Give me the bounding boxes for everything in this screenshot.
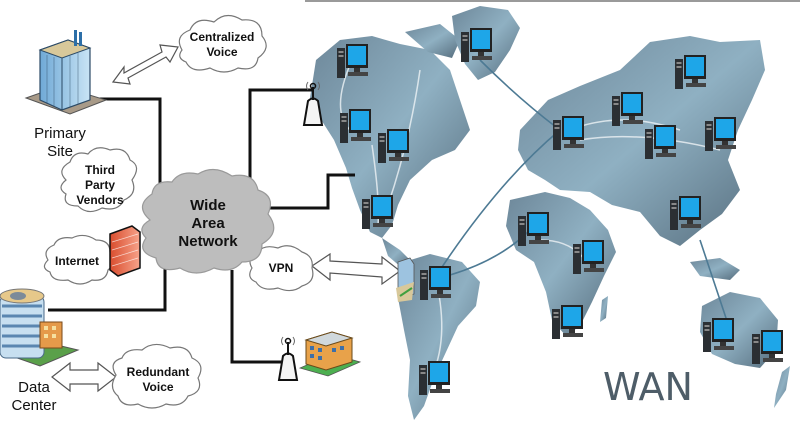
computer-node-russia-central [645, 125, 676, 159]
computer-node-east-asia [705, 117, 736, 151]
computer-node-south-america-north [420, 266, 451, 300]
primary-site-building-icon [24, 30, 108, 115]
vpn-remote-site-icon [396, 257, 415, 302]
computer-node-china-south [670, 196, 701, 230]
firewall-icon [109, 225, 141, 277]
clouds [43, 14, 314, 409]
hub-label-line-3: Network [178, 233, 238, 250]
computer-node-europe [553, 116, 584, 150]
internet-label: Internet [55, 254, 99, 268]
cloud-redundant-voice [111, 343, 202, 409]
computer-node-australia-west [703, 318, 734, 352]
arrow-centralized-voice [111, 44, 179, 85]
computer-node-alaska [337, 44, 368, 78]
computer-node-south-america-south [419, 361, 450, 395]
data-center-building-icon [0, 288, 80, 367]
third-party-line-1: Third [85, 163, 115, 177]
world-map: WAN [310, 6, 790, 420]
wan-label: WAN [603, 365, 693, 409]
third-party-line-2: Party [85, 178, 115, 192]
centralized-voice-line-2: Voice [206, 45, 237, 59]
continent-south-america [398, 254, 480, 420]
hub-cloud-wan [141, 168, 275, 274]
arrows [51, 44, 402, 393]
third-party-line-3: Vendors [76, 193, 124, 207]
branch-office-building-icon [298, 331, 362, 377]
data-center-line-1: Data [18, 379, 50, 396]
redundant-voice-line-2: Voice [142, 380, 173, 394]
wireless-tower-icon-north [303, 81, 323, 126]
cloud-centralized-voice [178, 14, 267, 73]
data-center-line-2: Center [11, 397, 56, 414]
computer-node-greenland [461, 28, 492, 62]
hub-label-line-2: Area [191, 215, 225, 232]
computer-node-australia-east [752, 330, 783, 364]
continent-eurasia [518, 36, 765, 246]
redundant-voice-line-1: Redundant [127, 365, 190, 379]
computer-node-east-africa [573, 240, 604, 274]
arrow-vpn [310, 252, 402, 286]
vpn-label: VPN [269, 261, 294, 275]
primary-site-line-2: Site [47, 143, 73, 160]
computer-node-usa [362, 195, 393, 229]
computer-node-east-canada [378, 129, 409, 163]
computer-node-russia-west [612, 92, 643, 126]
computer-node-west-africa [518, 212, 549, 246]
computer-node-west-canada [340, 109, 371, 143]
primary-site-line-1: Primary [34, 125, 86, 142]
wireless-tower-icon-south [278, 336, 298, 381]
connection-lines [48, 88, 355, 364]
computer-node-siberia [675, 55, 706, 89]
centralized-voice-line-1: Centralized [190, 30, 255, 44]
arrow-redundant-voice [51, 361, 117, 393]
cloud-third-party [60, 147, 138, 213]
hub-label-line-1: Wide [190, 197, 226, 214]
